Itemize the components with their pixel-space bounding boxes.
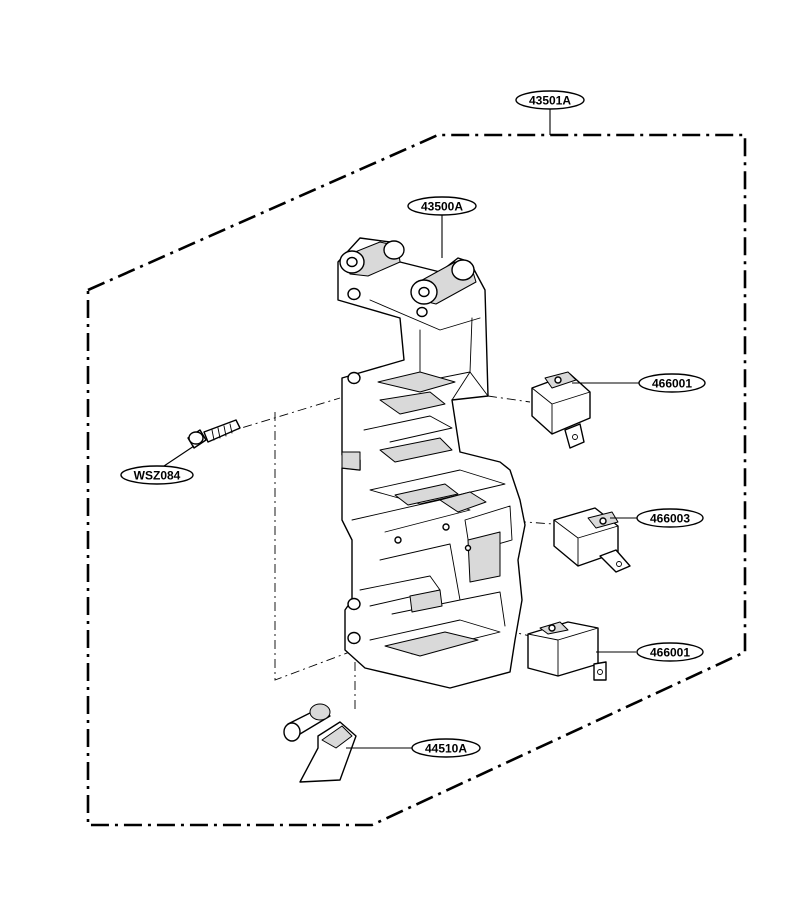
switch-mid-guide [497, 519, 554, 525]
left-guide-frame [274, 412, 356, 681]
label-466001-top: 466001 [638, 373, 706, 393]
label-466001-bottom: 466001 [636, 642, 704, 662]
svg-text:44510A: 44510A [425, 742, 467, 756]
svg-text:43501A: 43501A [529, 94, 571, 108]
svg-text:466001: 466001 [652, 377, 692, 391]
latch-frame-icon [337, 237, 526, 689]
label-wsz084: WSZ084 [120, 465, 194, 485]
svg-text:43500A: 43500A [421, 200, 463, 214]
svg-text:466003: 466003 [650, 512, 690, 526]
svg-text:466001: 466001 [650, 646, 690, 660]
label-44510a: 44510A [411, 738, 481, 758]
screw-leader [163, 445, 195, 467]
svg-text:WSZ084: WSZ084 [134, 469, 181, 483]
screw-icon [187, 419, 241, 449]
screw-guide-line [224, 397, 341, 434]
label-43501a: 43501A [515, 90, 585, 110]
micro-switch-icon [527, 621, 607, 681]
lever-icon [283, 703, 357, 783]
switch-top-guide [487, 395, 531, 403]
micro-switch-icon [531, 371, 591, 449]
micro-switch-icon [553, 507, 631, 573]
label-43500a: 43500A [407, 196, 477, 216]
label-466003: 466003 [636, 508, 704, 528]
